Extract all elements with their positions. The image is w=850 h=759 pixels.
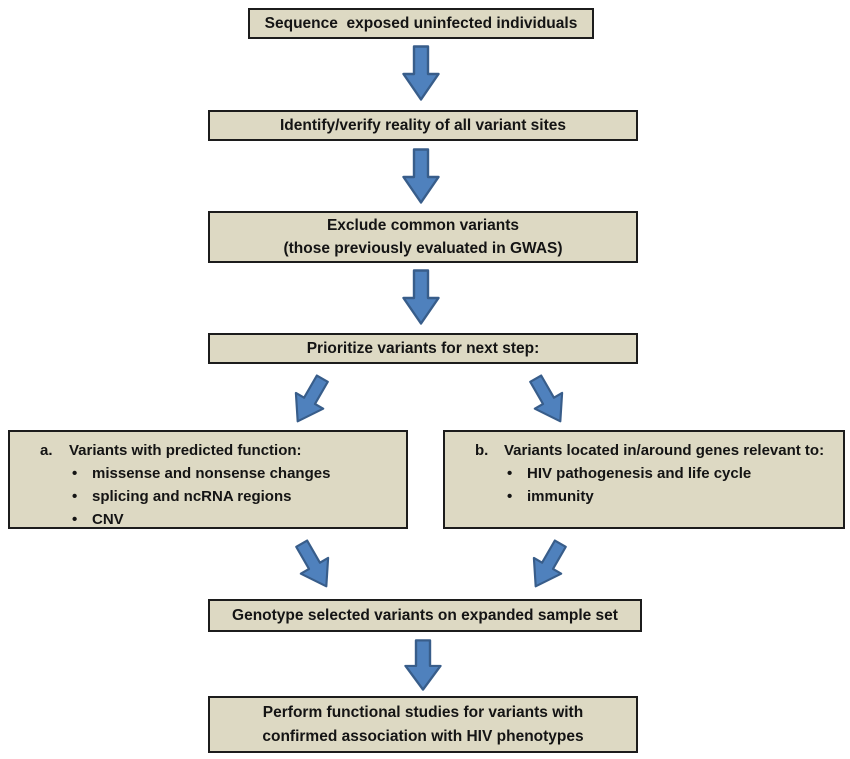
branch-b-heading: b. Variants located in/around genes rele… [445,439,843,462]
flow-box-sequence-individuals: Sequence exposed uninfected individuals [248,8,594,39]
flow-box-branch-a-predicted-function: a. Variants with predicted function: • m… [8,430,408,529]
flow-box-prioritize-variants-label: Prioritize variants for next step: [306,339,540,357]
flow-box-branch-b-relevant-genes: b. Variants located in/around genes rele… [443,430,845,529]
flow-box-exclude-common-variants: Exclude common variants (those previousl… [208,211,638,263]
branch-a-heading: a. Variants with predicted function: [10,439,406,462]
flow-box-identify-variants-label: Identify/verify reality of all variant s… [279,116,566,134]
down-arrow-icon [402,269,440,325]
arrow-prioritize-to-branch-b [519,368,576,431]
branch-a-bullet-list: • missense and nonsense changes • splici… [10,462,406,531]
flow-box-functional-studies-label: Perform functional studies for variants … [262,704,584,745]
branch-a-bullet-2: splicing and ncRNA regions [92,488,292,505]
branch-b-bullet-list: • HIV pathogenesis and life cycle • immu… [445,462,843,508]
bullet-icon: • [507,488,513,505]
diagonal-down-left-arrow-icon [532,539,567,588]
arrow-genotype-to-functional-studies [403,639,443,691]
branch-b-bullet-2: immunity [527,488,594,505]
down-arrow-icon [404,639,442,691]
arrow-identify-to-exclude [401,148,441,204]
branch-b-letter: b. [475,442,489,459]
diagonal-down-left-arrow-icon [294,374,329,423]
flow-box-functional-studies: Perform functional studies for variants … [208,696,638,753]
down-arrow-icon [402,45,440,101]
bullet-icon: • [72,488,78,505]
arrow-prioritize-to-branch-a [281,368,338,431]
arrow-branch-a-to-genotype [285,533,342,596]
bullet-icon: • [507,465,513,482]
flow-box-genotype-selected-variants: Genotype selected variants on expanded s… [208,599,642,632]
branch-a-letter: a. [40,442,53,459]
flow-box-sequence-individuals-label: Sequence exposed uninfected individuals [264,14,578,32]
flow-box-identify-variants: Identify/verify reality of all variant s… [208,110,638,141]
list-item: • splicing and ncRNA regions [10,485,406,508]
bullet-icon: • [72,465,78,482]
diagonal-down-right-arrow-icon [295,539,330,588]
flow-box-prioritize-variants: Prioritize variants for next step: [208,333,638,364]
bullet-icon: • [72,511,78,528]
list-item: • immunity [445,485,843,508]
diagonal-down-right-arrow-icon [529,374,564,423]
branch-b-bullet-1: HIV pathogenesis and life cycle [527,465,752,482]
list-item: • CNV [10,508,406,531]
arrow-sequence-to-identify [401,45,441,101]
branch-a-title: Variants with predicted function: [69,442,302,459]
branch-b-title: Variants located in/around genes relevan… [504,442,825,459]
arrow-exclude-to-prioritize [401,269,441,325]
flow-box-exclude-common-variants-label: Exclude common variants (those previousl… [283,216,563,257]
list-item: • HIV pathogenesis and life cycle [445,462,843,485]
branch-a-bullet-3: CNV [92,511,124,528]
arrow-branch-b-to-genotype [519,533,576,596]
list-item: • missense and nonsense changes [10,462,406,485]
flow-box-genotype-selected-variants-label: Genotype selected variants on expanded s… [232,606,618,624]
down-arrow-icon [402,148,440,204]
branch-a-bullet-1: missense and nonsense changes [92,465,331,482]
